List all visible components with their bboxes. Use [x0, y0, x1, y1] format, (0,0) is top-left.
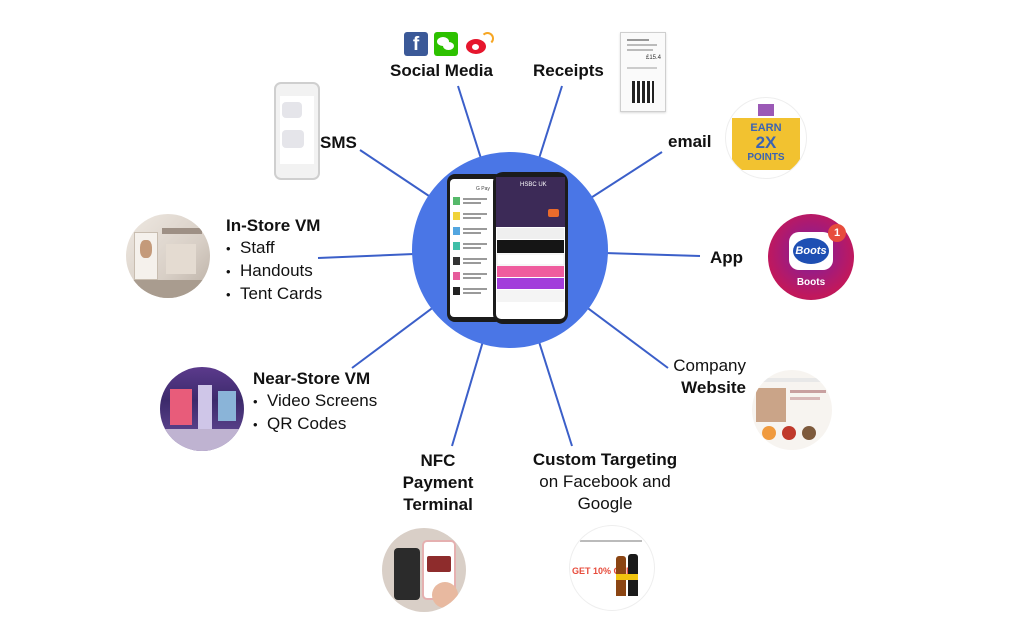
email-promo-line3: POINTS	[747, 152, 785, 163]
in-store-item: Handouts	[226, 260, 322, 283]
in-store-title: In-Store VM	[226, 216, 321, 235]
in-store-label: In-Store VM Staff Handouts Tent Cards	[226, 215, 322, 306]
sms-label: SMS	[320, 133, 357, 152]
company-website-line1: Company	[673, 356, 746, 375]
nfc-terminal-image	[382, 528, 466, 612]
social-media-label: Social Media	[390, 61, 493, 80]
wallet-phone-right: HSBC UK	[493, 172, 568, 324]
weibo-icon	[464, 32, 494, 56]
sms-phone-image	[274, 82, 320, 180]
custom-targeting-line2: on Facebook and	[539, 472, 671, 491]
website-screenshot-image	[752, 370, 832, 450]
receipt-total: £15.4	[645, 55, 661, 61]
wechat-icon	[434, 32, 458, 56]
app-name-label: Boots	[796, 277, 826, 288]
nfc-line2: Payment	[402, 473, 474, 492]
in-store-item: Staff	[226, 237, 322, 260]
near-store-item: QR Codes	[253, 413, 377, 436]
phone-left-title: G Pay	[476, 186, 490, 192]
receipt-image: £15.4	[620, 32, 666, 112]
receipts-label: Receipts	[533, 61, 604, 80]
nfc-line3: Terminal	[403, 495, 473, 514]
in-store-item: Tent Cards	[226, 283, 322, 306]
email-promo-line2: 2X	[755, 133, 777, 152]
company-website-label: Company Website	[650, 355, 746, 399]
wallet-phone-left: G Pay	[447, 174, 503, 322]
near-store-label: Near-Store VM Video Screens QR Codes	[253, 368, 377, 436]
in-store-image	[126, 214, 210, 298]
phone-right-title: HSBC UK	[520, 182, 547, 188]
ad-offer-text: GET 10% OFF	[572, 566, 632, 576]
email-promo-line1: EARN	[750, 122, 782, 134]
app-label: App	[710, 248, 744, 267]
email-promo-image: EARN 2X POINTS	[726, 98, 806, 178]
near-store-image	[160, 367, 244, 451]
custom-targeting-label: Custom Targeting on Facebook and Google	[520, 449, 690, 515]
email-label: email	[668, 132, 712, 151]
nfc-line1: NFC	[420, 451, 456, 470]
custom-targeting-line1: Custom Targeting	[532, 450, 678, 469]
near-store-title: Near-Store VM	[253, 369, 371, 388]
targeted-ad-image: GET 10% OFF	[570, 526, 654, 610]
notification-badge: 1	[828, 224, 846, 242]
qr-code-icon	[632, 81, 654, 103]
facebook-icon: f	[404, 32, 428, 56]
nfc-label: NFC Payment Terminal	[386, 450, 490, 516]
custom-targeting-line3: Google	[577, 494, 633, 513]
near-store-item: Video Screens	[253, 390, 377, 413]
company-website-line2: Website	[681, 378, 746, 397]
social-icons: f	[404, 32, 496, 56]
